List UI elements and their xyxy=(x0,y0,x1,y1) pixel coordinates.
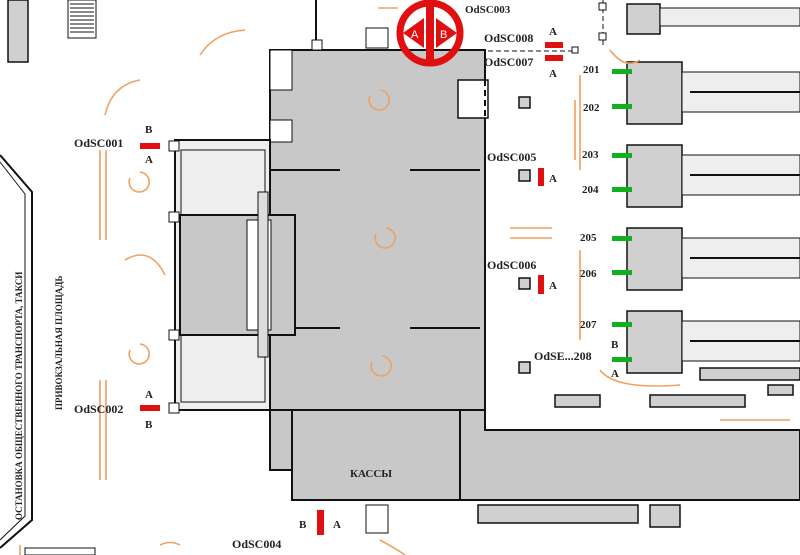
svg-text:A: A xyxy=(611,368,619,380)
svg-text:A: A xyxy=(333,519,341,531)
ticket-office-label: КАССЫ xyxy=(350,468,392,480)
track-206: 206 xyxy=(580,268,597,280)
transport-stop-label: ОСТАНОВКА ОБЩЕСТВЕННОГО ТРАНСПОРТА, ТАКС… xyxy=(14,272,24,520)
track-207: 207 xyxy=(580,319,597,331)
svg-text:OdSC008: OdSC008 xyxy=(484,31,533,45)
sensor-odsc008[interactable]: OdSC008 A xyxy=(484,26,563,48)
svg-text:A: A xyxy=(549,68,557,80)
track-202: 202 xyxy=(583,102,600,114)
logo-a: A xyxy=(411,29,419,41)
track-201: 201 xyxy=(583,64,600,76)
svg-text:B: B xyxy=(145,419,153,431)
logo-b: B xyxy=(440,29,447,41)
top-left-block xyxy=(7,0,29,63)
svg-text:A: A xyxy=(549,173,557,185)
sensor-odsc005[interactable]: OdSC005 A xyxy=(487,150,557,186)
svg-text:A: A xyxy=(549,280,557,292)
sensor-odsc001[interactable]: OdSC001 B A xyxy=(74,124,160,166)
svg-text:OdSC006: OdSC006 xyxy=(487,258,536,272)
ticket-hall xyxy=(291,409,461,501)
sensor-odsc002[interactable]: OdSC002 A B xyxy=(74,389,160,431)
svg-text:OdSC007: OdSC007 xyxy=(484,55,533,69)
svg-text:OdSC002: OdSC002 xyxy=(74,402,123,416)
svg-text:OdSC005: OdSC005 xyxy=(487,150,536,164)
svg-text:A: A xyxy=(549,26,557,38)
svg-text:OdSC001: OdSC001 xyxy=(74,136,123,150)
sensor-odsc003-label: OdSC003 xyxy=(465,4,511,16)
sensor-odse-208[interactable]: OdSE...208 B A xyxy=(518,339,619,380)
sensor-odsc006[interactable]: OdSC006 A xyxy=(487,258,557,294)
sensor-odsc003-logo[interactable]: A B OdSC003 xyxy=(396,0,511,67)
stairs-top-left xyxy=(67,0,97,39)
stairs-top xyxy=(365,27,389,49)
track-204: 204 xyxy=(582,184,599,196)
station-square-label: ПРИВОКЗАЛЬНАЯ ПЛОЩАДЬ xyxy=(54,276,64,410)
svg-text:B: B xyxy=(299,519,307,531)
svg-text:A: A xyxy=(145,154,153,166)
transport-stop-boundary xyxy=(0,154,33,549)
track-numbers: 201 202 203 204 205 206 207 xyxy=(580,64,600,331)
side-opening xyxy=(457,79,489,119)
track-205: 205 xyxy=(580,232,597,244)
passenger-flow-arrows xyxy=(19,7,790,555)
svg-text:OdSE...208: OdSE...208 xyxy=(534,349,592,363)
track-203: 203 xyxy=(582,149,599,161)
svg-text:B: B xyxy=(145,124,153,136)
svg-text:B: B xyxy=(611,339,619,351)
track-gates xyxy=(612,69,632,362)
svg-text:A: A xyxy=(145,389,153,401)
sensor-odsc004[interactable]: OdSC004 B A xyxy=(232,510,341,551)
svg-text:OdSC004: OdSC004 xyxy=(232,537,281,551)
sensor-odsc007[interactable]: OdSC007 A xyxy=(484,55,563,80)
platforms xyxy=(554,3,800,408)
